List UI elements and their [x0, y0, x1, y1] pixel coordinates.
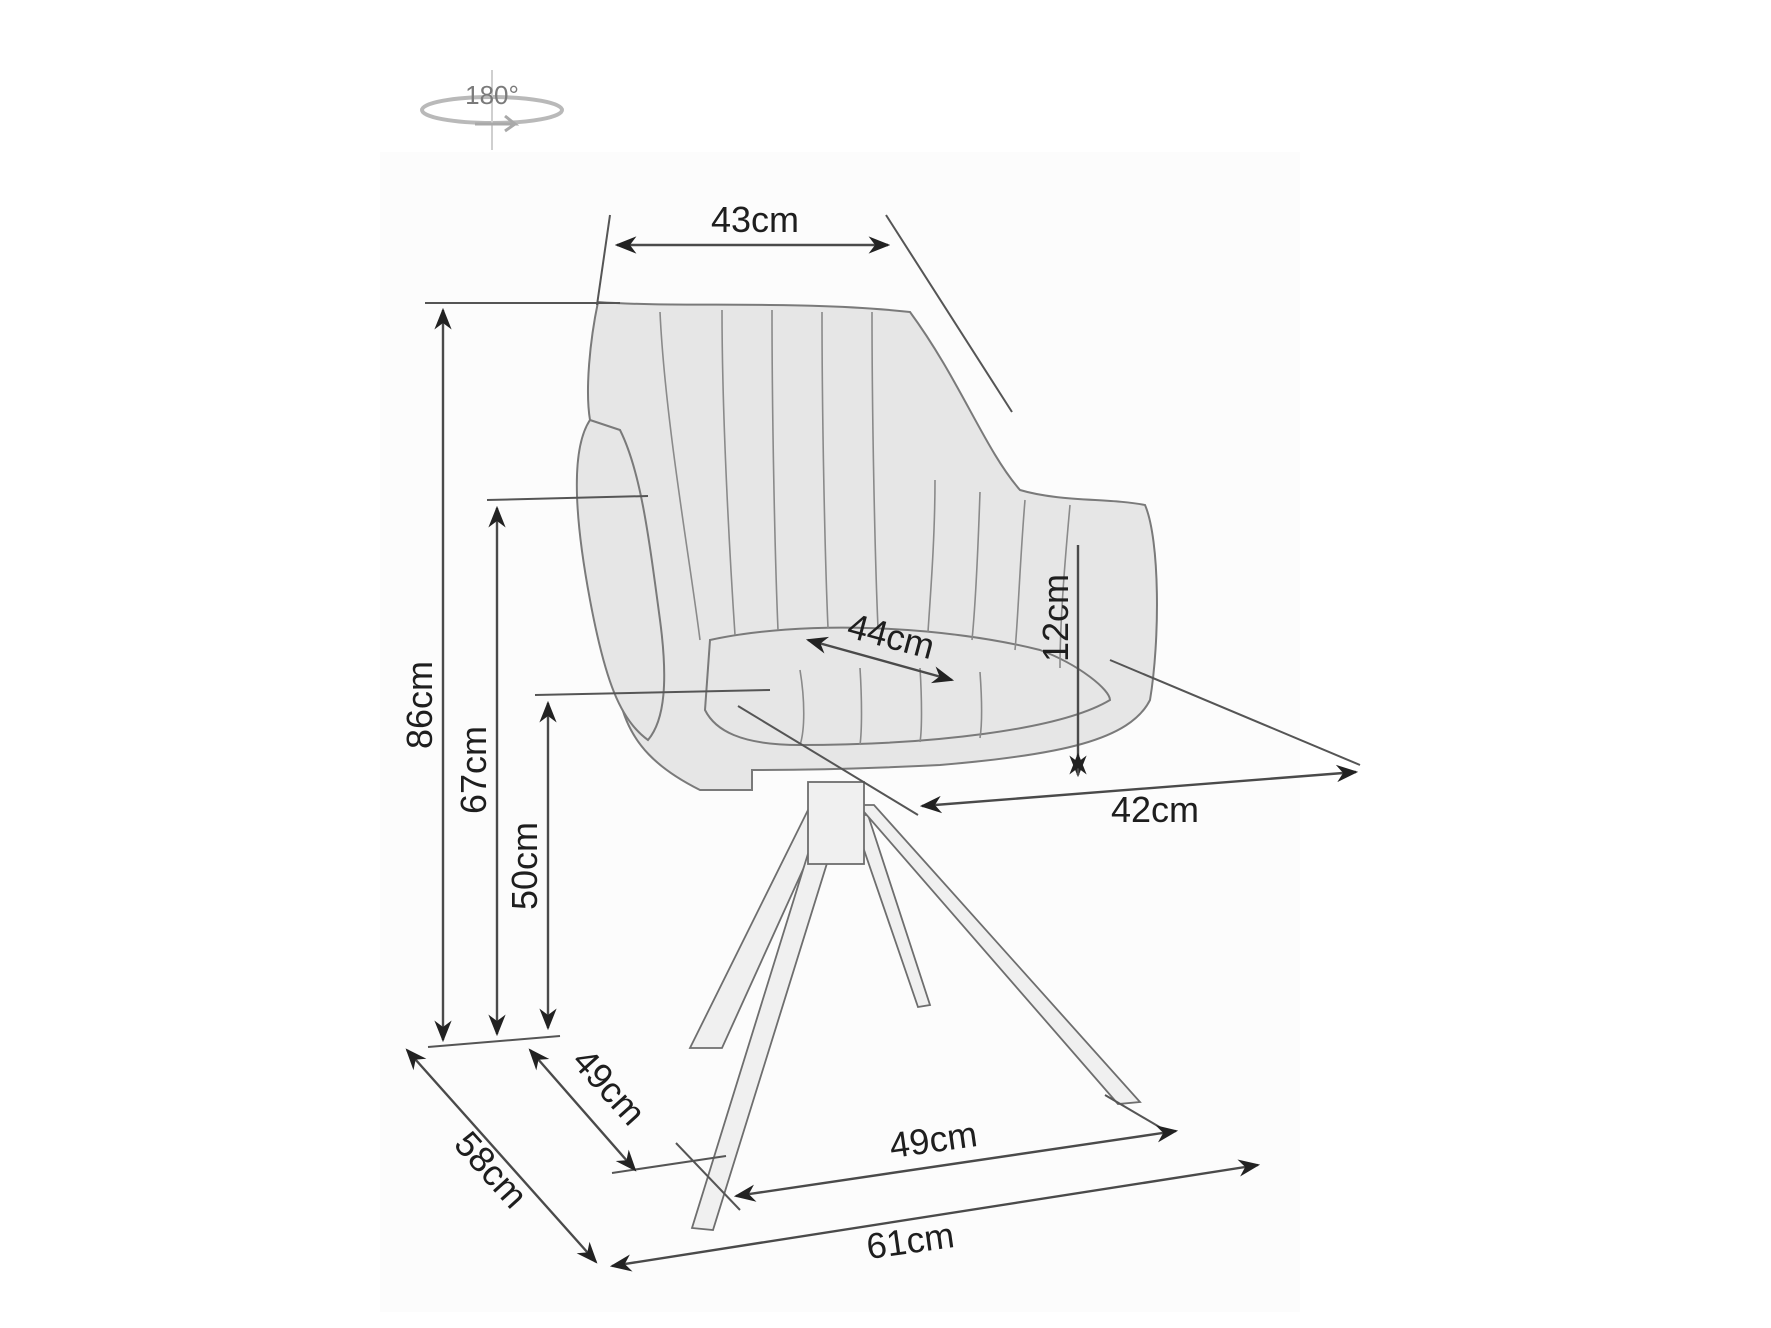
svg-text:43cm: 43cm — [711, 199, 799, 240]
left-armrest — [575, 418, 666, 742]
dimension-seat-depth: 42cm — [737, 659, 1361, 830]
chair-illustration — [575, 300, 1158, 1231]
dimension-armrest-above-seat: 12cm — [1035, 545, 1087, 778]
dimension-base-depth: 49cm — [528, 1040, 727, 1174]
channel-stitching — [659, 309, 1071, 746]
dimension-total-height: 86cm — [399, 302, 620, 1048]
svg-text:50cm: 50cm — [504, 822, 545, 910]
dimension-total-depth: 58cm — [405, 1048, 598, 1264]
rotate-180-icon: 180° — [420, 70, 564, 150]
rotation-label: 180° — [465, 80, 519, 110]
dimension-base-width: 49cm — [675, 1094, 1179, 1211]
chair-base — [688, 781, 1142, 1231]
dimension-backrest-width: 43cm — [596, 199, 1013, 413]
svg-text:86cm: 86cm — [399, 661, 440, 749]
dimension-armrest-height: 67cm — [453, 495, 649, 1037]
svg-text:42cm: 42cm — [1111, 789, 1199, 830]
svg-text:67cm: 67cm — [453, 726, 494, 814]
dimension-seat-height: 50cm — [504, 689, 771, 1031]
svg-text:49cm: 49cm — [565, 1040, 654, 1133]
svg-text:58cm: 58cm — [447, 1123, 536, 1216]
svg-text:49cm: 49cm — [887, 1113, 980, 1166]
svg-text:12cm: 12cm — [1035, 574, 1076, 662]
svg-text:61cm: 61cm — [864, 1214, 957, 1267]
